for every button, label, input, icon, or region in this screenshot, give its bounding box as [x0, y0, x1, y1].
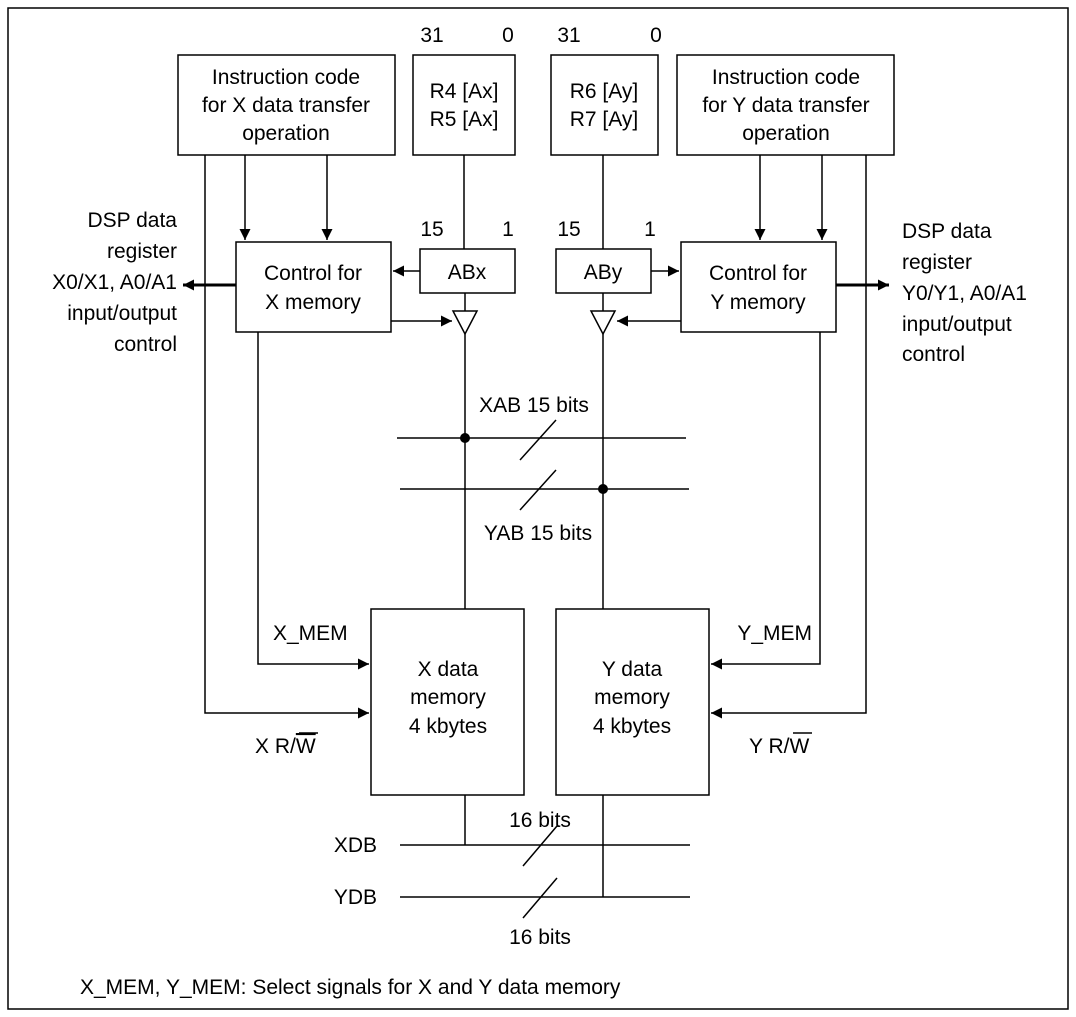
svg-text:X0/X1, A0/A1: X0/X1, A0/A1: [52, 271, 177, 294]
y-address-buffer: [589, 293, 681, 609]
instr-y-line1: Instruction code: [712, 66, 860, 89]
svg-text:Y data: Y data: [602, 658, 663, 681]
svg-text:input/output: input/output: [902, 313, 1012, 336]
ay-lsb-label: 0: [650, 24, 662, 47]
y-rw-label: Y R/W: [749, 732, 812, 758]
x-mem-select: X_MEM: [257, 332, 369, 670]
x-mem-label: X_MEM: [273, 622, 348, 645]
xab-label: XAB 15 bits: [479, 394, 589, 417]
ay-msb-label: 31: [557, 24, 580, 47]
y-mem-label: Y_MEM: [737, 622, 812, 645]
svg-text:DSP data: DSP data: [902, 220, 992, 243]
control-x-block: Control for X memory: [235, 241, 392, 333]
svg-text:memory: memory: [594, 686, 670, 709]
control-y-block: Control for Y memory: [680, 241, 837, 333]
aby-register: ABy: [555, 248, 652, 294]
svg-text:Y memory: Y memory: [710, 291, 806, 314]
svg-text:4 kbytes: 4 kbytes: [593, 715, 671, 738]
svg-text:Y0/Y1, A0/A1: Y0/Y1, A0/A1: [902, 282, 1027, 305]
register-ax-block: R4 [Ax] R5 [Ax]: [412, 54, 516, 156]
xdb-bus: XDB 16 bits: [334, 795, 690, 867]
yab-bus: YAB 15 bits: [400, 469, 689, 545]
instr-x-line2: for X data transfer: [202, 94, 370, 117]
ydb-bus: YDB 16 bits: [334, 795, 690, 949]
svg-text:Control for: Control for: [709, 262, 807, 285]
dsp-right-label: DSP data register Y0/Y1, A0/A1 input/out…: [902, 220, 1027, 366]
xdb-label: XDB: [334, 834, 377, 857]
svg-text:Y R/W: Y R/W: [749, 735, 809, 758]
instruction-x-block: Instruction code for X data transfer ope…: [177, 54, 396, 156]
footnote: X_MEM, Y_MEM: Select signals for X and Y…: [80, 976, 621, 999]
reg-r6: R6 [Ay]: [570, 80, 638, 103]
instr-x-line1: Instruction code: [212, 66, 360, 89]
svg-text:register: register: [902, 251, 972, 274]
instr-y-line2: for Y data transfer: [702, 94, 869, 117]
instr-y-line3: operation: [742, 122, 830, 145]
ax-lsb-label: 0: [502, 24, 514, 47]
svg-text:register: register: [107, 240, 177, 263]
register-ay-block: R6 [Ay] R7 [Ay]: [550, 54, 659, 156]
svg-text:ABx: ABx: [448, 261, 487, 284]
svg-text:Control for: Control for: [264, 262, 362, 285]
instruction-y-block: Instruction code for Y data transfer ope…: [676, 54, 895, 156]
instr-x-line3: operation: [242, 122, 330, 145]
ydb-label: YDB: [334, 886, 377, 909]
svg-text:memory: memory: [410, 686, 486, 709]
instr-x-wires: [204, 155, 369, 719]
reg-r5: R5 [Ax]: [430, 108, 499, 131]
svg-text:DSP data: DSP data: [87, 209, 177, 232]
instr-y-wires: [711, 155, 867, 719]
aby-lsb-label: 1: [644, 218, 656, 241]
abx-register: ABx: [419, 248, 516, 294]
aby-msb-label: 15: [557, 218, 580, 241]
svg-text:ABy: ABy: [584, 261, 623, 284]
abx-lsb-label: 1: [502, 218, 514, 241]
svg-text:control: control: [902, 343, 965, 366]
xdb-bits: 16 bits: [509, 809, 571, 832]
y-mem-select: Y_MEM: [711, 332, 821, 670]
x-rw-label: X R/W: [255, 732, 318, 758]
outer-border: [7, 7, 1069, 1010]
x-data-memory: X data memory 4 kbytes: [370, 608, 525, 796]
dsp-left-label: DSP data register X0/X1, A0/A1 input/out…: [52, 209, 177, 356]
ydb-bits: 16 bits: [509, 926, 571, 949]
x-address-buffer: [391, 293, 479, 609]
svg-text:4 kbytes: 4 kbytes: [409, 715, 487, 738]
svg-text:X R/W: X R/W: [255, 735, 316, 758]
svg-text:control: control: [114, 333, 177, 356]
ax-msb-label: 31: [420, 24, 443, 47]
abx-msb-label: 15: [420, 218, 443, 241]
xab-bus: XAB 15 bits: [397, 394, 686, 461]
svg-text:X data: X data: [418, 658, 479, 681]
reg-r7: R7 [Ay]: [570, 108, 638, 131]
svg-text:input/output: input/output: [67, 302, 177, 325]
yab-label: YAB 15 bits: [484, 522, 592, 545]
svg-text:X memory: X memory: [265, 291, 361, 314]
y-data-memory: Y data memory 4 kbytes: [555, 608, 710, 796]
reg-r4: R4 [Ax]: [430, 80, 499, 103]
